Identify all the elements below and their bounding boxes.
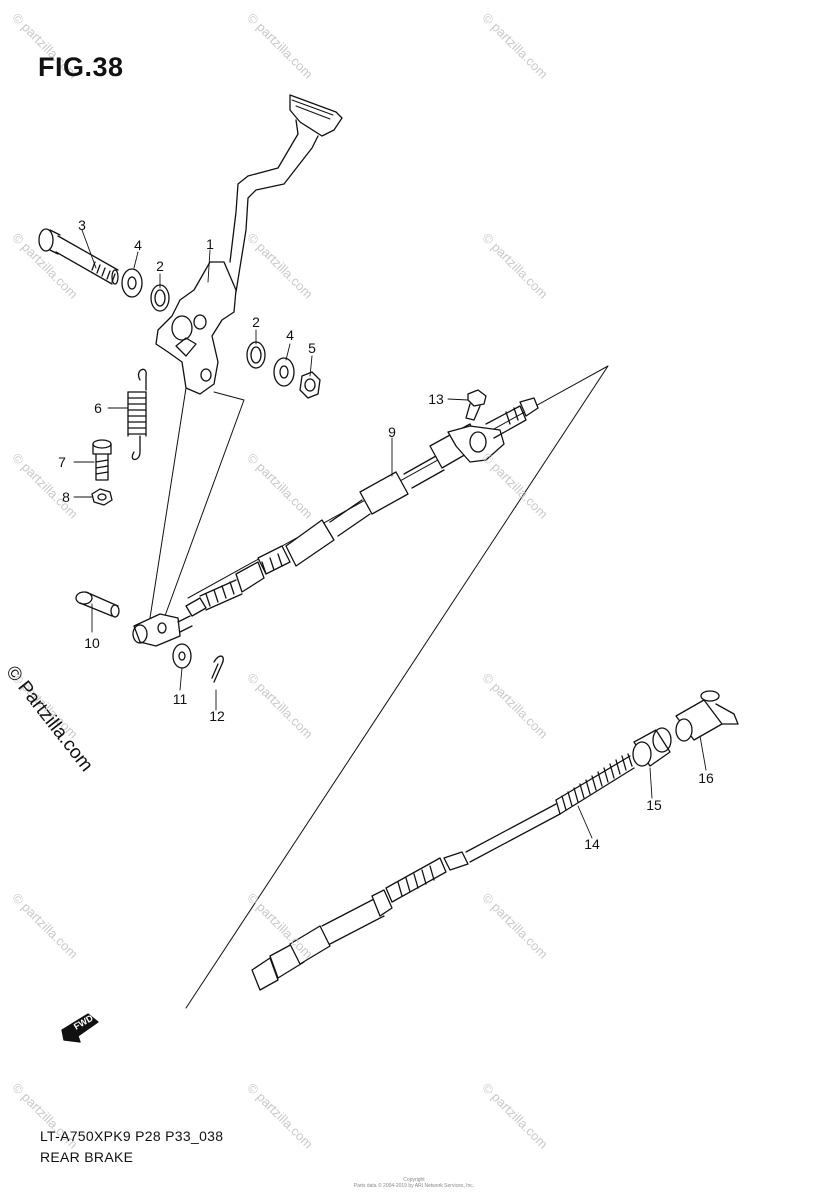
- callout-leaders: [73, 229, 707, 839]
- callout-16: 16: [698, 770, 714, 786]
- callout-9: 9: [388, 424, 396, 440]
- callout-14: 14: [584, 836, 600, 852]
- bolt-part-13: [465, 389, 487, 421]
- callout-3: 3: [78, 217, 86, 233]
- callout-8: 8: [62, 489, 70, 505]
- cable-joint-part-15: [632, 727, 672, 767]
- washer-part-4a: [121, 268, 143, 298]
- bushing-part-2a: [150, 284, 170, 312]
- model-code: LT-A750XPK9 P28 P33_038: [40, 1128, 224, 1144]
- callout-4a: 4: [134, 237, 142, 253]
- pedal-to-clevis-leader: [149, 387, 245, 625]
- cable-spring-part-14: [555, 753, 635, 815]
- nut-part-8: [91, 488, 113, 506]
- brake-pedal-part-1: [155, 94, 343, 395]
- nut-part-5: [299, 371, 321, 399]
- callout-2a: 2: [156, 258, 164, 274]
- callout-2b: 2: [252, 314, 260, 330]
- callout-11: 11: [172, 691, 188, 707]
- callout-12: 12: [209, 708, 225, 724]
- callout-6: 6: [94, 400, 102, 416]
- bolt-part-7: [92, 439, 112, 481]
- bushing-part-2b: [246, 341, 266, 369]
- section-name: REAR BRAKE: [40, 1149, 134, 1165]
- cotter-pin-part-12: [211, 655, 224, 683]
- callout-13: 13: [428, 391, 444, 407]
- callout-7: 7: [58, 454, 66, 470]
- callout-15: 15: [646, 797, 662, 813]
- return-spring-part-6: [127, 368, 147, 461]
- forward-direction-arrow: FWD: [61, 1013, 99, 1043]
- copyright-notice: Copyright Parts data © 2004-2019 by ARI …: [0, 1177, 828, 1189]
- copyright-line-1: Copyright: [403, 1177, 425, 1183]
- brake-arm-part-16: [675, 690, 739, 742]
- callout-4b: 4: [286, 327, 294, 343]
- brake-cable-part-9: [185, 397, 539, 617]
- washer-part-11: [172, 643, 192, 669]
- copyright-line-2: Parts data © 2004-2019 by ARI Network Se…: [353, 1183, 475, 1189]
- pivot-bolt-part-3: [38, 228, 119, 285]
- figure-title: FIG.38: [38, 52, 124, 82]
- callout-1: 1: [206, 236, 214, 252]
- callout-5: 5: [308, 340, 316, 356]
- clevis-pin-part-10: [75, 591, 120, 618]
- rear-brake-cable-housing: [251, 803, 561, 991]
- washer-part-4b: [273, 357, 295, 387]
- cable-clevis-joint: [132, 613, 193, 647]
- callout-10: 10: [84, 635, 100, 651]
